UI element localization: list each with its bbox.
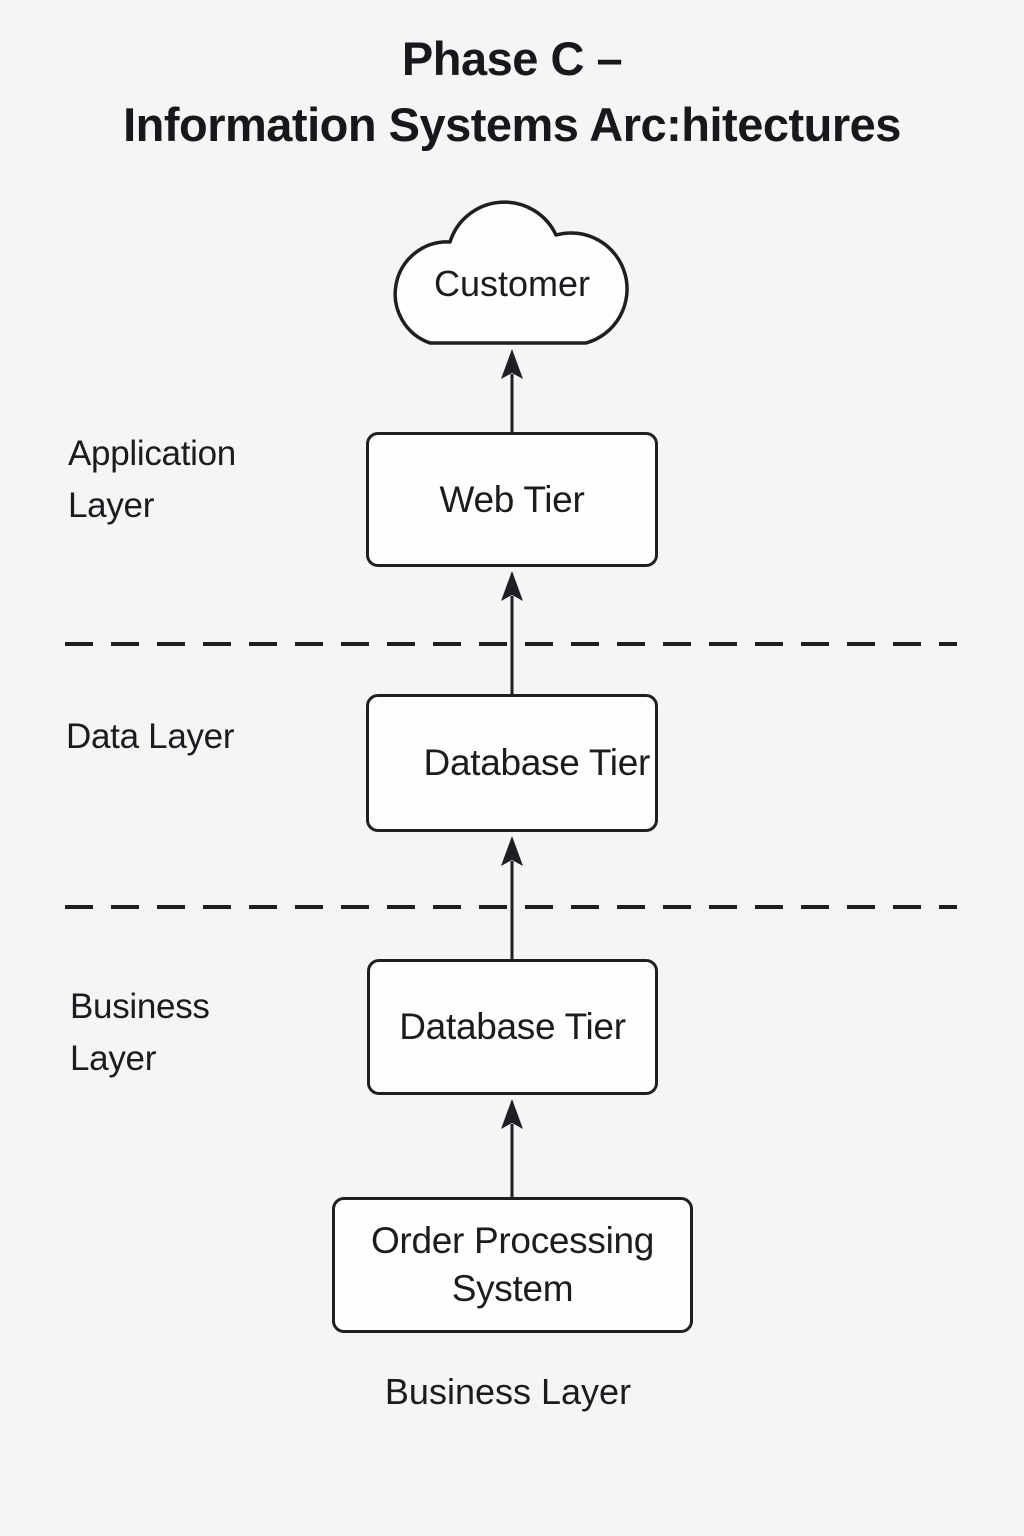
arrow-up-icon — [501, 349, 523, 379]
node-database-tier-data-label: Database Tier — [423, 742, 651, 783]
arrow-up-icon — [501, 836, 523, 866]
page-title-line2: Information Systems Arc:hitectures — [123, 98, 901, 151]
application-layer-label-line2: Layer — [68, 486, 155, 525]
business-layer-label-line2: Layer — [70, 1039, 157, 1078]
node-database-tier-data: Database Tier — [366, 694, 658, 832]
node-database-tier-business-label: Database Tier — [399, 1006, 626, 1047]
application-layer-label-line1: Application — [68, 434, 236, 473]
node-database-tier-business: Database Tier — [367, 959, 658, 1095]
business-layer-caption: Business Layer — [384, 1371, 632, 1412]
node-web-tier: Web Tier — [366, 432, 658, 567]
customer-cloud-label: Customer — [433, 263, 591, 304]
business-layer-label: Business Layer — [70, 981, 210, 1085]
business-layer-label-line1: Business — [70, 987, 210, 1026]
node-order-processing-system: Order Processing System — [332, 1197, 693, 1333]
arrow-ops-to-dbbiz — [501, 1099, 523, 1197]
page-title-line1: Phase C – — [401, 32, 623, 85]
node-web-tier-label: Web Tier — [439, 478, 585, 520]
arrow-dbdata-to-web — [501, 571, 523, 694]
page-title: Phase C – Information Systems Arc:hitect… — [0, 26, 1024, 158]
arrow-web-to-customer — [501, 349, 523, 432]
arrow-up-icon — [501, 1099, 523, 1129]
node-order-processing-system-label: Order Processing System — [370, 1220, 655, 1309]
arrow-up-icon — [501, 571, 523, 601]
arrow-dbbiz-to-dbdata — [501, 836, 523, 959]
data-layer-label-line1: Data Layer — [66, 717, 235, 756]
application-layer-label: Application Layer — [68, 428, 236, 532]
data-layer-label: Data Layer — [66, 711, 235, 763]
